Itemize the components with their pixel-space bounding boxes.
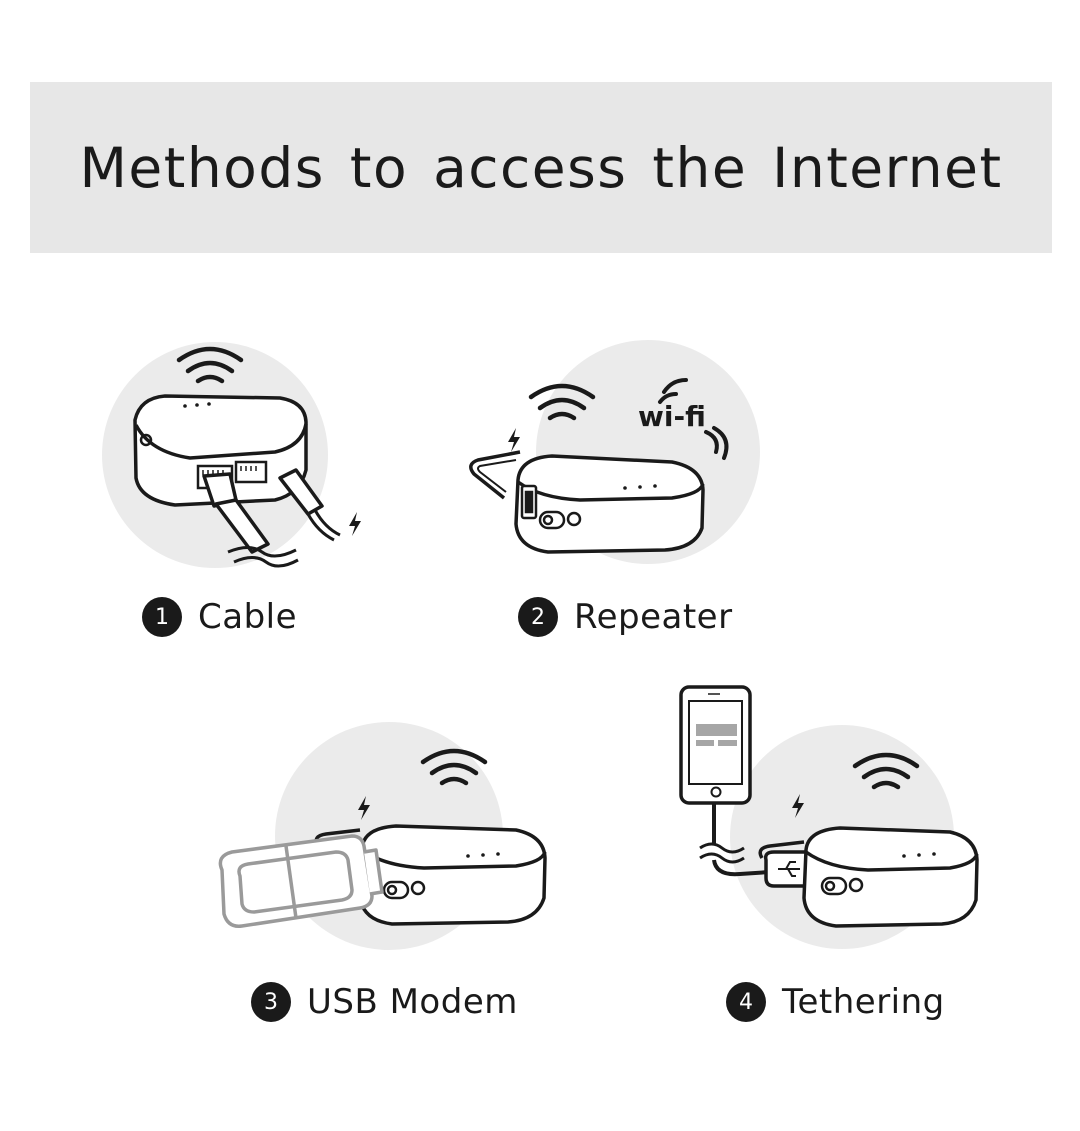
tethering-illustration	[679, 685, 979, 949]
step-number-badge: 4	[726, 982, 766, 1022]
switch-and-button-icon	[538, 510, 582, 530]
method-usb-modem-label: 3 USB Modem	[251, 982, 518, 1022]
page-title: Methods to access the Internet	[79, 135, 1003, 200]
method-name: Tethering	[782, 982, 945, 1022]
method-tethering-label: 4 Tethering	[726, 982, 945, 1022]
step-number-badge: 1	[142, 597, 182, 637]
router-device	[358, 824, 547, 926]
ethernet-cable-icon	[202, 472, 270, 554]
usb-modem-illustration	[218, 722, 547, 950]
step-number-badge: 2	[518, 597, 558, 637]
step-number-badge: 3	[251, 982, 291, 1022]
router-device	[514, 454, 705, 554]
power-cable-icon	[278, 468, 324, 516]
svg-text:wi-fi: wi-fi	[638, 400, 706, 433]
method-name: USB Modem	[307, 982, 518, 1022]
method-cable-label: 1 Cable	[142, 597, 297, 637]
usb-modem-stick	[218, 834, 384, 928]
title-banner: Methods to access the Internet	[30, 82, 1052, 253]
smartphone-icon	[679, 685, 752, 805]
method-repeater-label: 2 Repeater	[518, 597, 733, 637]
method-name: Cable	[198, 597, 298, 637]
usb-port-icon	[520, 484, 538, 520]
switch-and-button-icon	[382, 880, 426, 900]
wifi-logo-icon: wi-fi	[638, 378, 729, 460]
repeater-illustration: wi-fi	[469, 340, 760, 564]
cable-illustration	[102, 342, 361, 568]
switch-and-button-icon	[820, 876, 864, 896]
method-name: Repeater	[574, 597, 733, 637]
